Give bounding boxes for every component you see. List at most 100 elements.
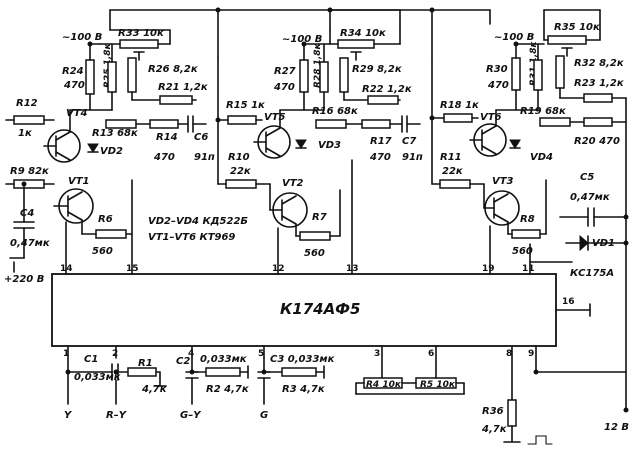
ch3-supply: ~100 В: [494, 32, 534, 43]
r17-value: 470: [369, 152, 391, 163]
r19-label: R19 68к: [520, 106, 566, 117]
r7-resistor: [299, 231, 331, 241]
ic-body: [51, 273, 557, 347]
r36-value: 4,7к: [481, 424, 507, 435]
r13-resistor: [105, 119, 137, 129]
vt6-label: VT6: [480, 112, 502, 123]
r21-resistor: [159, 95, 193, 105]
vd3-diode: [295, 139, 307, 149]
r2-label: R2 4,7к: [206, 384, 249, 395]
r13-label: R13 68к: [92, 128, 138, 139]
c5-value: 0,47мк: [570, 192, 610, 203]
c1-value: 0,033мк: [74, 372, 121, 383]
pin-19: 19: [482, 264, 495, 274]
r30-value: 470: [487, 80, 509, 91]
r9-resistor: [13, 179, 45, 189]
input-g: G: [260, 410, 268, 421]
r10-value: 22к: [230, 166, 251, 177]
c6-value: 91п: [194, 152, 215, 163]
r15-label: R15 1к: [226, 100, 265, 111]
r35-trimmer: [547, 35, 587, 45]
c5-label: C5: [580, 172, 594, 183]
r8-resistor: [511, 229, 541, 239]
c1-label: C1: [84, 354, 98, 365]
c7-value: 91п: [402, 152, 423, 163]
ic-label: К174АФ5: [280, 300, 361, 318]
r11-value: 22к: [442, 166, 463, 177]
r6-resistor: [95, 229, 127, 239]
r17-label: R17: [370, 136, 392, 147]
r25-resistor: [107, 61, 117, 93]
r8-value: 560: [512, 246, 533, 257]
input-r-y: R–Y: [106, 410, 128, 421]
diodes-note: VD2–VD4 КД522Б: [148, 216, 248, 227]
r26-resistor: [127, 57, 137, 93]
channel-3: ~100 В R35 10к R30 470 R31 1,8к R32 8,2к…: [431, 22, 627, 411]
pin-3: 3: [374, 349, 380, 359]
vd1-zener: [579, 234, 589, 252]
r18-label: R18 1к: [440, 100, 479, 111]
vd4-diode: [509, 139, 521, 149]
r7-value: 560: [304, 248, 325, 259]
r29-label: R29 8,2к: [352, 64, 402, 75]
r32-resistor: [555, 55, 565, 89]
vd3-label: VD3: [318, 140, 341, 151]
r24-label: R24: [62, 66, 84, 77]
r6-value: 560: [92, 246, 113, 257]
r30-label: R30: [486, 64, 508, 75]
r18-resistor: [443, 113, 473, 123]
c4-value: 0,47мк: [10, 238, 50, 249]
vd2-diode: [87, 143, 99, 153]
r4-label: R4 10к: [366, 380, 402, 390]
r8-label: R8: [520, 214, 535, 225]
pin-9: 9: [528, 349, 534, 359]
r19-resistor: [539, 117, 571, 127]
junction-dots: [21, 7, 629, 375]
r7-label: R7: [312, 212, 327, 223]
r33-label: R33 10к: [118, 28, 164, 39]
r12-label: R12: [16, 98, 38, 109]
r23-label: R23 1,2к: [574, 78, 624, 89]
supply-12v: 12 В: [604, 422, 629, 433]
ch2-supply: ~100 В: [282, 34, 322, 45]
r20-resistor: [583, 117, 613, 127]
r3-label: R3 4,7к: [282, 384, 325, 395]
r2-resistor: [205, 367, 241, 377]
r1-label: R1: [138, 358, 153, 369]
r16-label: R16 68к: [312, 106, 358, 117]
r24-value: 470: [63, 80, 85, 91]
r34-label: R34 10к: [340, 28, 386, 39]
pin-6: 6: [428, 349, 434, 359]
vd1-type: КС175А: [570, 268, 614, 279]
r23-resistor: [583, 93, 613, 103]
r12-resistor: [13, 115, 45, 125]
r6-label: R6: [98, 214, 113, 225]
r9-label: R9 82к: [10, 166, 49, 177]
vt4-label: VT4: [66, 108, 88, 119]
r10-resistor: [225, 179, 257, 189]
r11-label: R11: [440, 152, 462, 163]
vt1-label: VT1: [68, 176, 90, 187]
r28-resistor: [319, 61, 329, 93]
r15-resistor: [227, 115, 257, 125]
c2-value: 0,033мк: [200, 354, 247, 365]
pulse-icon: [527, 435, 553, 445]
r12-value: 1к: [18, 128, 32, 139]
c7-label: C7: [402, 136, 416, 147]
r3-resistor: [281, 367, 317, 377]
r34-trimmer: [337, 39, 375, 49]
r33-trimmer: [119, 39, 159, 49]
transistors-note: VT1–VT6 КТ969: [148, 232, 235, 243]
r16-resistor: [315, 119, 347, 129]
pin-8: 8: [506, 349, 512, 359]
r1-resistor: [127, 367, 157, 377]
r11-resistor: [439, 179, 471, 189]
r28-label: R28 1,8к: [313, 42, 323, 88]
vt5-label: VT5: [264, 112, 286, 123]
pin-1: 1: [63, 349, 69, 359]
r26-label: R26 8,2к: [148, 64, 198, 75]
r36-label: R36: [482, 406, 504, 417]
r22-resistor: [367, 95, 399, 105]
pin-2: 2: [112, 349, 118, 359]
